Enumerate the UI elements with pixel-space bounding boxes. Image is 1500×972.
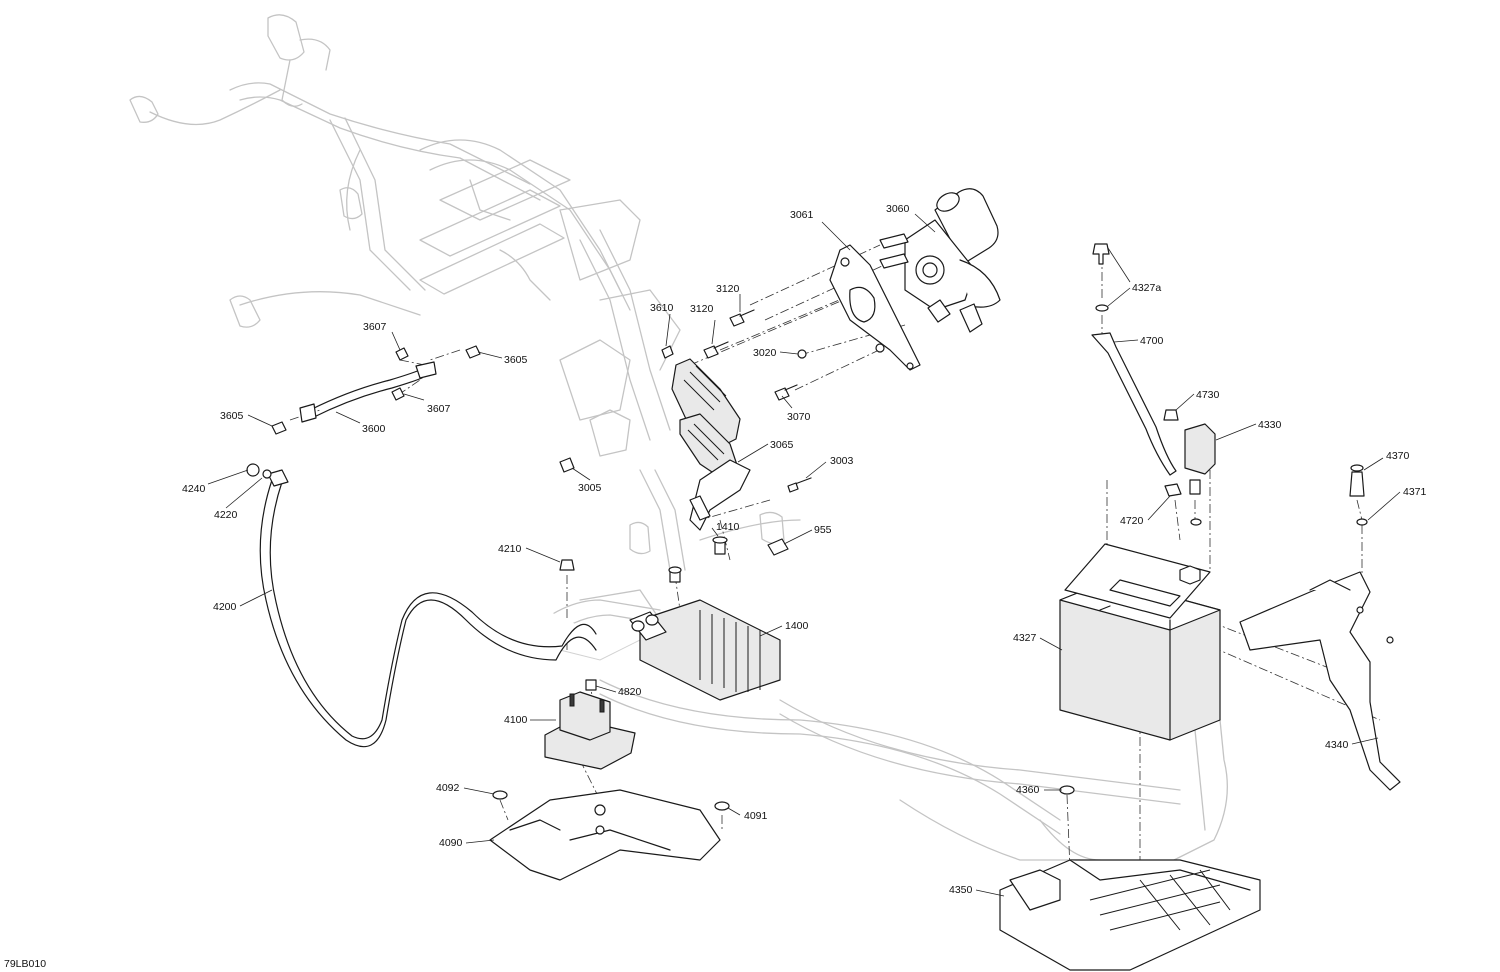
voltage-regulator-1400	[629, 599, 781, 701]
callout-4370: 4370	[1386, 450, 1410, 462]
bolt-3005	[559, 457, 575, 473]
callout-3061: 3061	[790, 209, 814, 221]
ground-strap-3600	[271, 345, 481, 435]
callout-4100: 4100	[504, 714, 528, 726]
callout-3607-b: 3607	[427, 403, 451, 415]
callout-4350: 4350	[949, 884, 973, 896]
battery-tray-4350	[999, 785, 1261, 971]
actuator-motor-3060	[879, 188, 1001, 333]
ground-cable-4700	[1091, 243, 1202, 526]
callout-4720: 4720	[1120, 515, 1144, 527]
callout-3120-b: 3120	[690, 303, 714, 315]
diagram-code: 79LB010	[4, 958, 46, 970]
callout-3607-a: 3607	[363, 321, 387, 333]
callout-3020: 3020	[753, 347, 777, 359]
callout-4240: 4240	[182, 483, 206, 495]
callout-3003: 3003	[830, 455, 854, 467]
parts	[246, 188, 1401, 971]
battery-4327	[1059, 543, 1221, 741]
alignment-lines	[274, 244, 1381, 871]
bracket-plate-3061	[829, 244, 921, 371]
terminal-cover-4330	[1184, 423, 1216, 475]
callout-4327a: 4327a	[1132, 282, 1161, 294]
callout-4200: 4200	[213, 601, 237, 613]
callout-4220: 4220	[214, 509, 238, 521]
callout-3005: 3005	[578, 482, 602, 494]
callout-3060: 3060	[886, 203, 910, 215]
leader-lines	[207, 213, 1401, 897]
callout-4820: 4820	[618, 686, 642, 698]
callout-4091: 4091	[744, 810, 768, 822]
lower-bracket-4090	[489, 789, 730, 881]
callout-3600: 3600	[362, 423, 386, 435]
callout-3605-b: 3605	[220, 410, 244, 422]
callout-4210: 4210	[498, 543, 522, 555]
callout-3065: 3065	[770, 439, 794, 451]
fasteners-mid	[668, 536, 789, 583]
callout-3610: 3610	[650, 302, 674, 314]
nut-4210	[559, 559, 575, 571]
battery-bracket-4340	[1239, 464, 1401, 791]
callout-1400: 1400	[785, 620, 809, 632]
callout-4730: 4730	[1196, 389, 1220, 401]
battery-cable-4200	[246, 463, 597, 748]
callout-3605-a: 3605	[504, 354, 528, 366]
callout-4092: 4092	[436, 782, 460, 794]
callout-4700: 4700	[1140, 335, 1164, 347]
callout-3070: 3070	[787, 411, 811, 423]
callout-4360: 4360	[1016, 784, 1040, 796]
callout-4090: 4090	[439, 837, 463, 849]
callout-4330: 4330	[1258, 419, 1282, 431]
ghost-frame-and-harness	[129, 14, 1228, 861]
callout-4327: 4327	[1013, 632, 1037, 644]
fasteners-upper	[661, 309, 807, 401]
callout-labels: 3061 3060 3120 3120 3610 3020 3070 3065 …	[4, 203, 1427, 970]
callout-1410: 1410	[716, 521, 740, 533]
solenoid-4100	[544, 679, 636, 770]
callout-4371: 4371	[1403, 486, 1427, 498]
callout-4340: 4340	[1325, 739, 1349, 751]
callout-955: 955	[814, 524, 832, 536]
pedal-sensor-3065	[671, 358, 812, 531]
callout-3120-a: 3120	[716, 283, 740, 295]
